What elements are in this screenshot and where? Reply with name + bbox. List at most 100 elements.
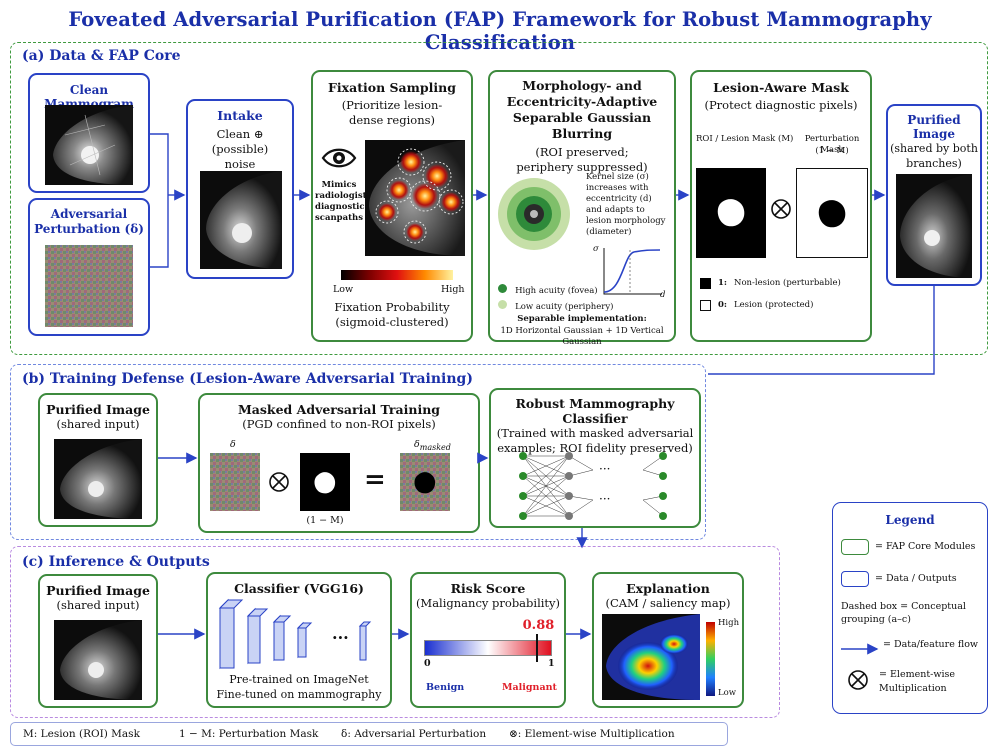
- purified-c-sub: (shared input): [56, 598, 140, 612]
- pert-mask-label-1: Perturbation Mask: [804, 134, 860, 155]
- delta-label: δ: [230, 439, 236, 450]
- purified-image-box-a: Purified Image (shared by both branches): [886, 104, 982, 286]
- sigma-curve-plot: [600, 244, 666, 304]
- vgg-layers-diagram: [214, 596, 394, 674]
- legend-green-text: = FAP Core Modules: [875, 541, 976, 552]
- fovea-rings-diagram: [496, 176, 572, 256]
- morph-title-3: Separable Gaussian Blurring: [512, 110, 652, 141]
- high-acuity-dot: [498, 284, 507, 293]
- kernel-line-3: eccentricity (d): [586, 194, 652, 204]
- kernel-line-1: Kernel size (σ): [586, 172, 649, 182]
- cls-line-1: Pre-trained on ImageNet: [229, 673, 369, 686]
- section-a-label: (a) Data & FAP Core: [22, 48, 181, 64]
- legend-flow-text: = Data/feature flow: [883, 639, 979, 650]
- footer-notation: M: Lesion (ROI) Mask 1 − M: Perturbation…: [10, 722, 728, 746]
- purified-a-image: [896, 174, 972, 278]
- section-a-frame: [10, 42, 988, 355]
- legend-dashed-2: grouping (a–c): [841, 614, 911, 625]
- fixation-low-label: Low: [333, 284, 354, 295]
- pert-mask-label-2: (1 − M): [815, 146, 849, 156]
- legend-green-swatch: [841, 539, 869, 555]
- mask-one-swatch: [700, 278, 711, 289]
- nn-dots-2: ···: [599, 492, 611, 506]
- roi-mask-image: [696, 168, 766, 258]
- mimics-text: Mimics radiologists' diagnostic scanpath…: [315, 180, 374, 224]
- nn-dots-1: ···: [599, 462, 611, 476]
- intake-line-1: Clean ⊕ (possible): [211, 127, 269, 156]
- separable-detail: 1D Horizontal Gaussian + 1D Vertical Gau…: [500, 326, 664, 347]
- rmc-line-2: examples; ROI fidelity preserved): [497, 441, 693, 455]
- fixation-prob-1: Fixation Probability: [334, 300, 450, 314]
- morph-title-2: Eccentricity-Adaptive: [506, 94, 658, 109]
- noise-image: [45, 245, 133, 327]
- purified-image-box-b: Purified Image (shared input): [38, 393, 158, 527]
- eye-icon: [321, 146, 357, 174]
- mat-title: Masked Adversarial Training: [237, 402, 441, 417]
- fixation-prob-2: (sigmoid-clustered): [335, 315, 449, 329]
- legend-dashed-1: Dashed box = Conceptual: [841, 601, 966, 612]
- cam-image: [602, 614, 700, 700]
- multiply-icon: [770, 198, 792, 224]
- mask-sub: (Protect diagnostic pixels): [704, 98, 858, 112]
- malignant-label: Malignant: [502, 682, 557, 693]
- high-acuity-legend: High acuity (fovea): [498, 278, 598, 297]
- purified-image-box-c: Purified Image (shared input): [38, 574, 158, 708]
- mat-sub: (PGD confined to non-ROI pixels): [242, 417, 436, 431]
- morph-sub-2: periphery suppressed): [516, 160, 648, 174]
- mask-zero-key: 0:: [718, 300, 728, 310]
- mimics-line-3: diagnostic: [315, 202, 365, 212]
- kernel-line-4: and adapts to: [586, 205, 645, 215]
- footer-m: M: Lesion (ROI) Mask: [23, 728, 140, 740]
- separable-title: Separable implementation:: [517, 314, 647, 324]
- adversarial-title-1: Adversarial: [50, 207, 128, 221]
- fixation-colorbar: [341, 270, 453, 280]
- intake-line-2: noise: [224, 157, 256, 171]
- risk-score-box: Risk Score (Malignancy probability) 0.88…: [410, 572, 566, 708]
- low-acuity-legend: Low acuity (periphery): [498, 294, 613, 313]
- clean-mammogram-image: [45, 105, 133, 185]
- kernel-line-2: increases with: [586, 183, 649, 193]
- section-b-label: (b) Training Defense (Lesion-Aware Adver…: [22, 371, 473, 387]
- intake-title: Intake: [217, 108, 263, 123]
- risk-value: 0.88: [522, 618, 555, 633]
- fixation-title: Fixation Sampling: [328, 80, 456, 95]
- purified-c-image: [54, 620, 142, 700]
- one-minus-m-label: (1 − M): [306, 515, 344, 526]
- morph-sub-1: (ROI preserved;: [535, 145, 629, 159]
- mask-zero-text: Lesion (protected): [734, 300, 814, 310]
- mimics-line-1: Mimics: [321, 180, 357, 190]
- risk-title: Risk Score: [450, 581, 526, 596]
- intake-image: [200, 171, 282, 269]
- mask-one-text: Non-lesion (perturbable): [734, 278, 841, 288]
- kernel-line-6: (diameter): [586, 227, 632, 237]
- adversarial-perturbation-box: Adversarial Perturbation (δ): [28, 198, 150, 336]
- legend-blue-swatch: [841, 571, 869, 587]
- exp-title: Explanation: [626, 581, 710, 596]
- cls-title: Classifier (VGG16): [234, 581, 364, 596]
- footer-delta: δ: Adversarial Perturbation: [341, 728, 487, 740]
- mask-title: Lesion-Aware Mask: [713, 80, 849, 95]
- kernel-text: Kernel size (σ) increases with eccentric…: [586, 172, 674, 238]
- risk-sub: (Malignancy probability): [415, 596, 561, 610]
- d-axis-label: d: [660, 290, 666, 300]
- section-c-label: (c) Inference & Outputs: [22, 554, 210, 570]
- adversarial-title-2: Perturbation (δ): [34, 222, 144, 236]
- fixation-high-label: High: [441, 284, 465, 295]
- legend-multiply-icon: [847, 669, 869, 695]
- purified-c-title: Purified Image: [46, 583, 150, 598]
- perturbation-mask-image: [796, 168, 868, 258]
- purified-b-title: Purified Image: [46, 402, 150, 417]
- rmc-title: Robust Mammography Classifier: [515, 396, 675, 426]
- exp-sub: (CAM / saliency map): [605, 596, 731, 610]
- vgg16-classifier-box: Classifier (VGG16) ··· Pre-trained on Im…: [206, 572, 392, 708]
- delta-masked-image: [400, 453, 450, 511]
- high-acuity-text: High acuity (fovea): [515, 286, 598, 296]
- purified-b-sub: (shared input): [56, 417, 140, 431]
- fixation-sub-2: dense regions): [349, 113, 435, 127]
- low-acuity-dot: [498, 300, 507, 309]
- explanation-box: Explanation (CAM / saliency map) High Lo…: [592, 572, 744, 708]
- footer-mult: ⊗: Element-wise Multiplication: [509, 728, 675, 740]
- robust-classifier-box: Robust Mammography Classifier (Trained w…: [489, 388, 701, 528]
